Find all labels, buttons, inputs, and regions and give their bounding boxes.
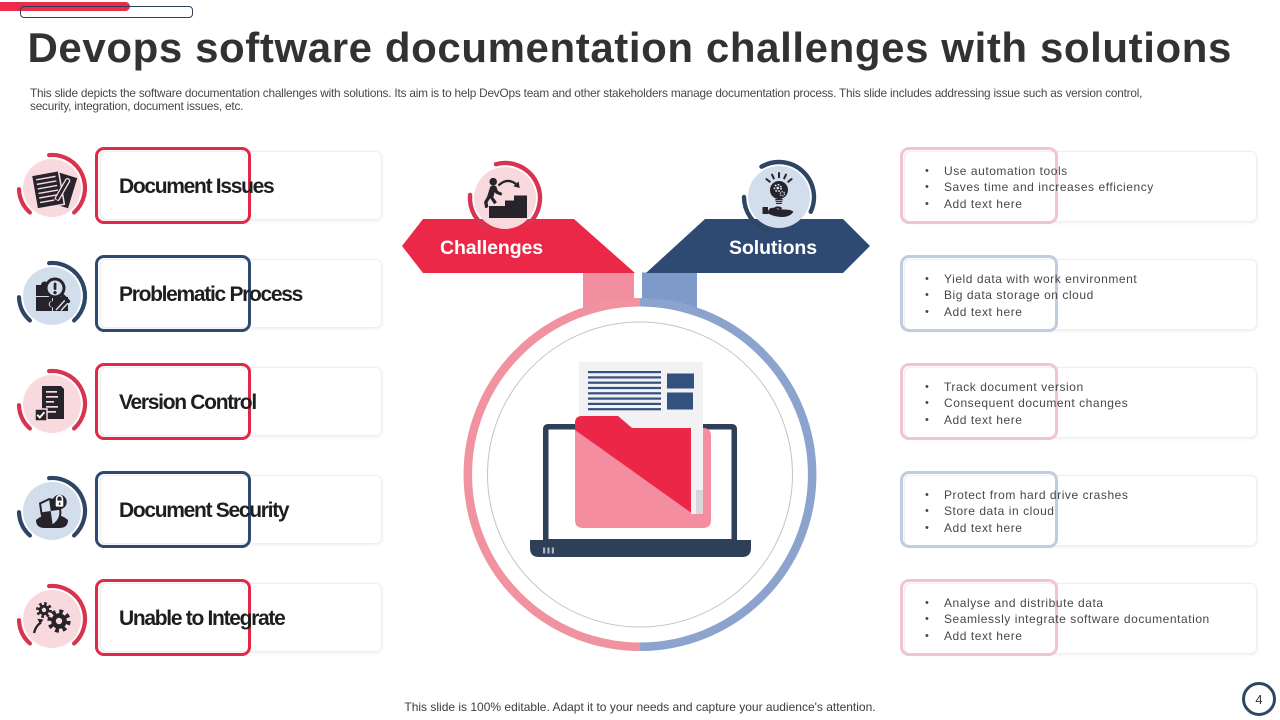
svg-text:Solutions: Solutions <box>729 237 817 259</box>
svg-text:Challenges: Challenges <box>440 237 543 259</box>
